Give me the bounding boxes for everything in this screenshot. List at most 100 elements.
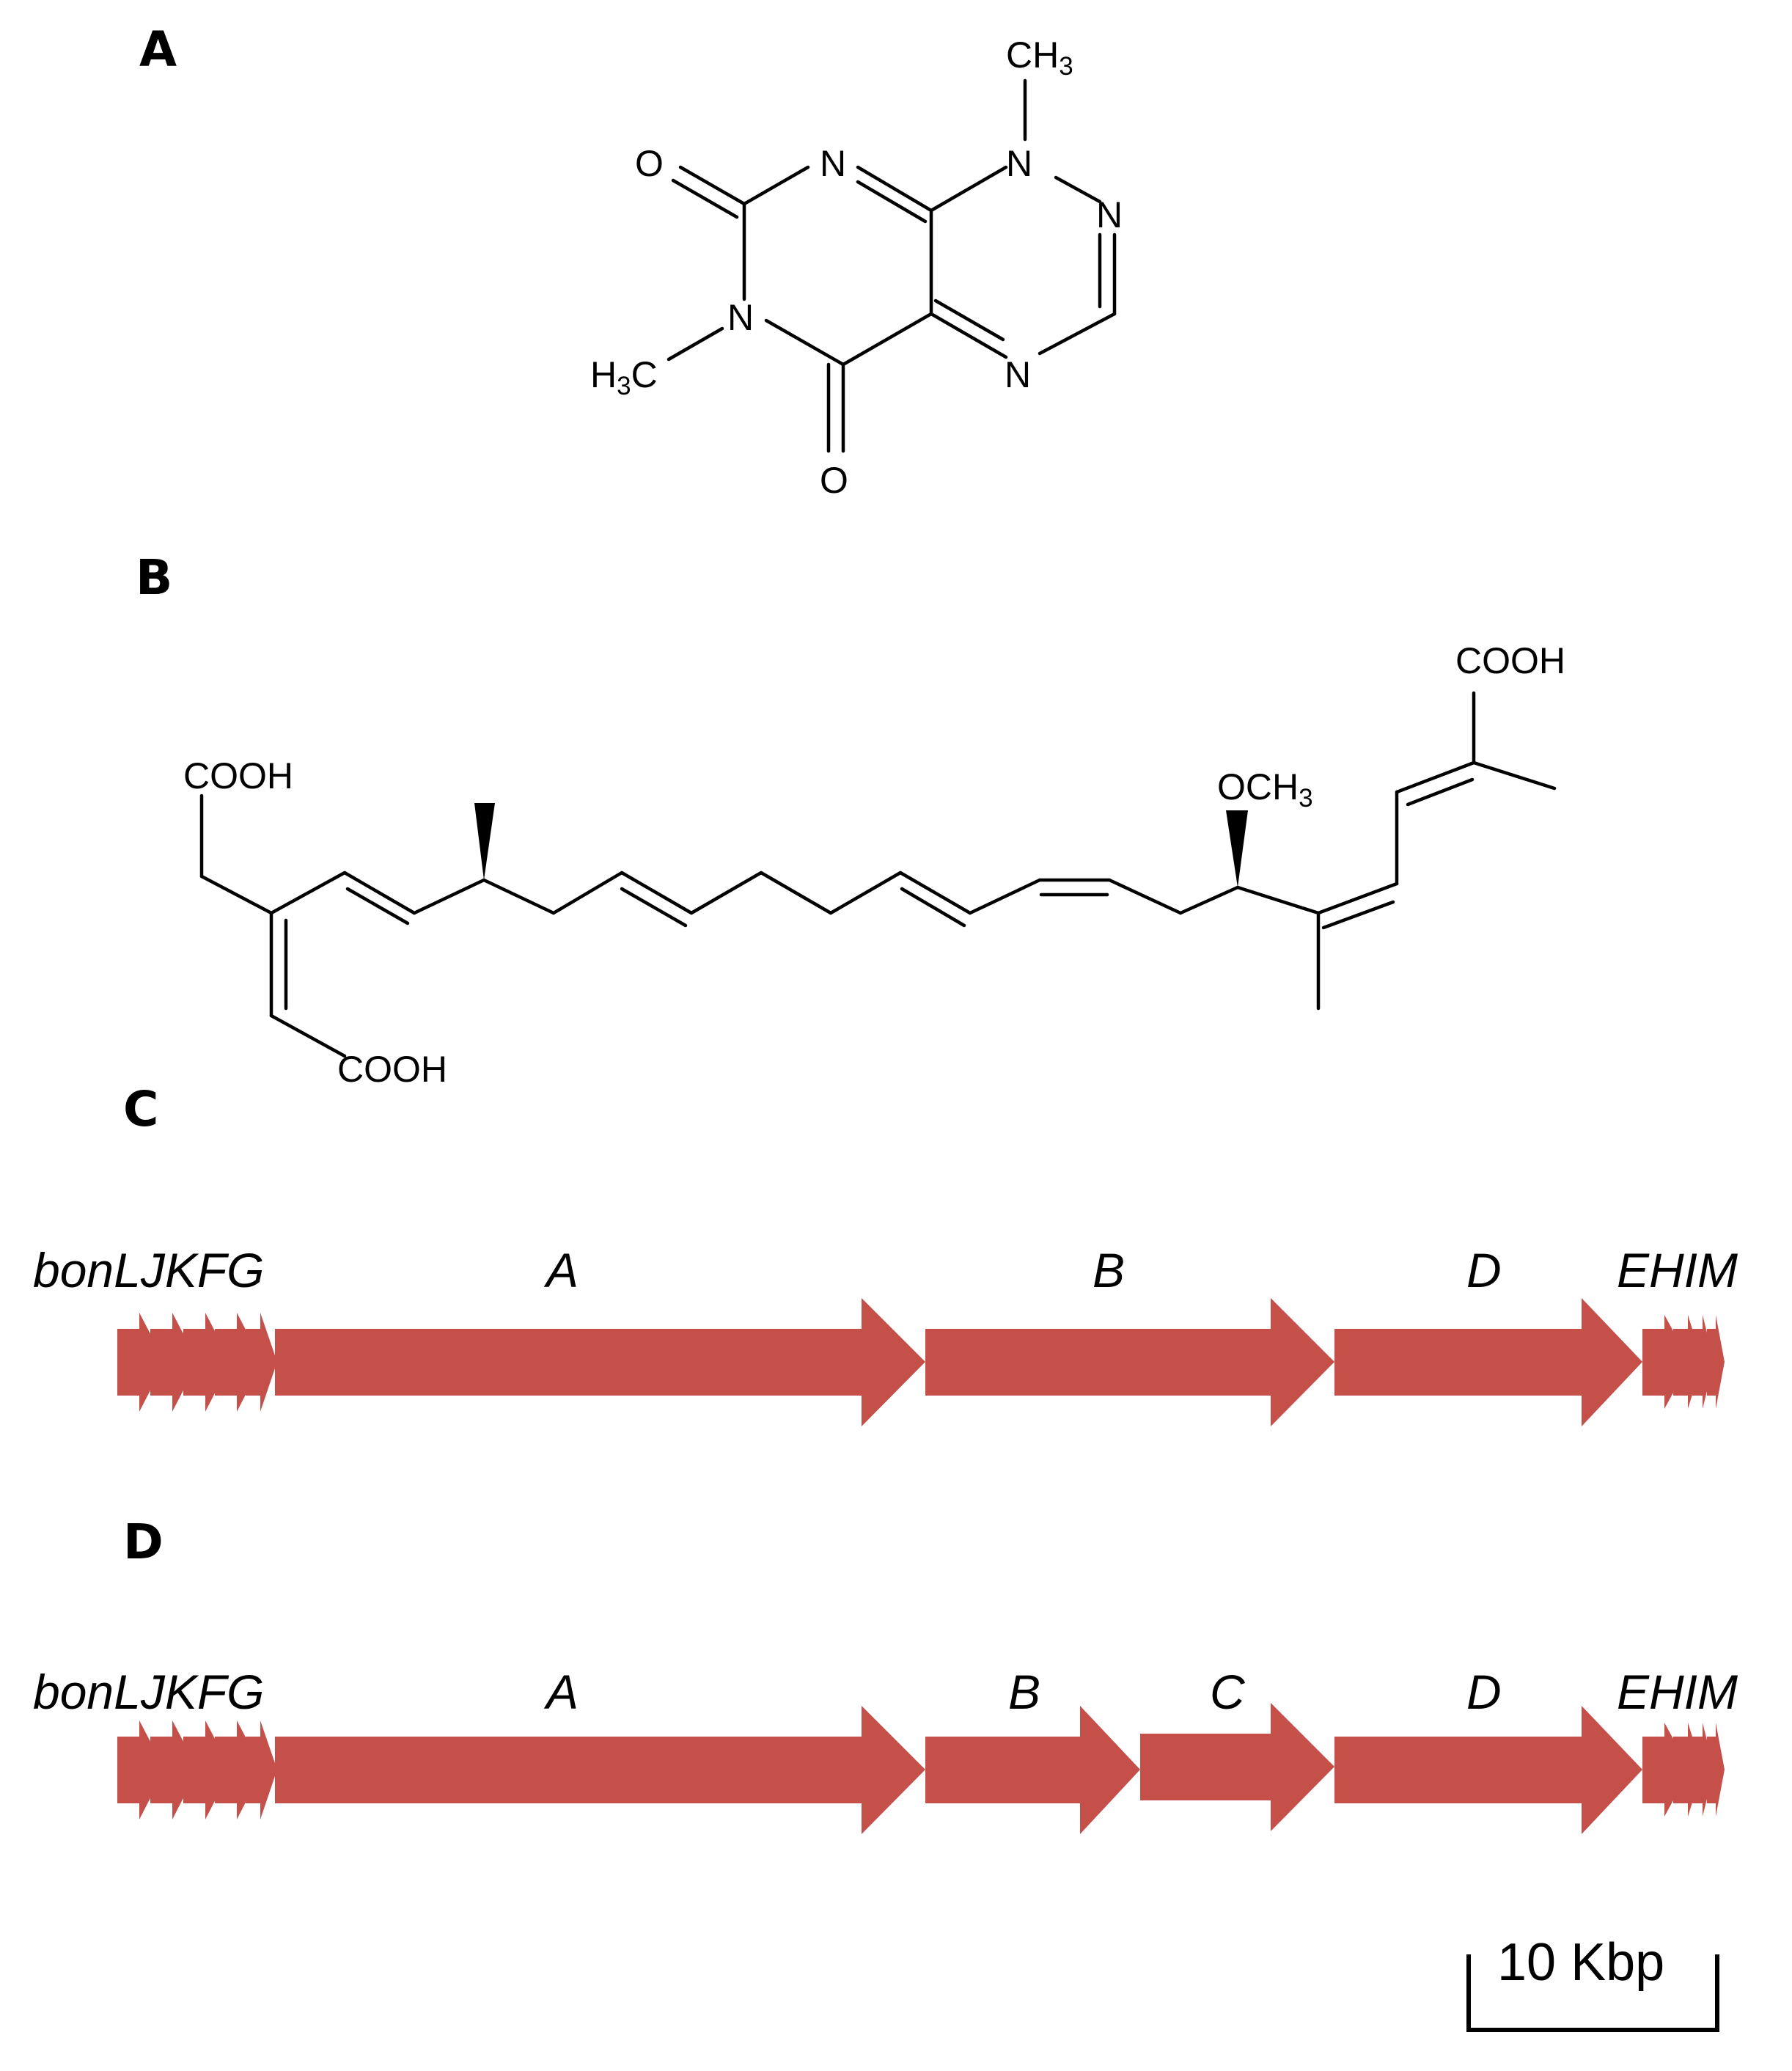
methoxy-subscript: 3 (1299, 784, 1312, 813)
gene-arrow-bonf (215, 1720, 262, 1819)
gene-arrow-bond (1334, 1706, 1642, 1834)
gene-label-ehim: EHIM (1617, 1665, 1738, 1719)
scale-bar-line (1466, 1954, 1719, 2032)
methyl-text: C (631, 354, 658, 395)
bond (929, 165, 1008, 213)
methyl-subscript: 3 (617, 372, 631, 400)
panel-label-a: A (139, 21, 177, 78)
gene-arrow-bong (246, 1720, 277, 1819)
panel-label-d: D (123, 1514, 164, 1570)
molecule-b: COOH COOH OCH3 COOH (183, 640, 1565, 1090)
bond (759, 870, 833, 915)
gene-label-a: A (543, 1665, 579, 1719)
bond (667, 326, 724, 362)
methoxy-text: OCH (1217, 766, 1299, 807)
gene-cluster-d (117, 1703, 1725, 1834)
gene-label-d: D (1466, 1665, 1502, 1719)
cooh-bottom: COOH (337, 1049, 447, 1090)
gene-arrow-bone (1642, 1723, 1690, 1817)
methoxy-group: OCH3 (1217, 766, 1313, 813)
gene-arrow-bona (275, 1706, 925, 1834)
gene-arrow-bonm (1707, 1315, 1725, 1409)
bond (269, 1013, 347, 1058)
bond (841, 312, 933, 367)
molecule-a: N N N N N O O CH3 H3C (590, 34, 1123, 501)
atom-n: N (1096, 194, 1123, 235)
gene-arrow-bonj (150, 1720, 198, 1819)
gene-arrow-bonm (1707, 1723, 1725, 1817)
methyl-top: CH3 (1006, 34, 1073, 81)
bond (1178, 885, 1240, 915)
bond (1054, 175, 1102, 204)
bond (1321, 900, 1395, 930)
bond (551, 870, 624, 915)
methyl-subscript: 3 (1059, 52, 1073, 81)
bond (968, 878, 1042, 915)
bond (764, 318, 845, 367)
bond (671, 178, 739, 219)
gene-arrow-bond (1334, 1298, 1642, 1426)
gene-arrow-bona (275, 1298, 925, 1426)
atom-n: N (820, 143, 846, 184)
atom-n: N (1005, 354, 1031, 395)
wedge-bond (474, 803, 495, 880)
gene-label-bonljkfg: bonLJKFG (33, 1665, 265, 1719)
gene-label-ehim: EHIM (1617, 1243, 1738, 1297)
gene-label-a: A (543, 1243, 579, 1297)
wedge-bond (1226, 810, 1248, 887)
bond (342, 870, 416, 915)
bond (829, 870, 903, 915)
bond (1107, 878, 1183, 915)
gene-arrow-boni (1692, 1723, 1714, 1817)
bond (856, 180, 928, 224)
gene-arrow-bonb (925, 1298, 1334, 1426)
bond (1395, 760, 1476, 794)
gene-arrow-bone (1642, 1315, 1690, 1409)
panel-label-c: C (123, 1081, 158, 1137)
gene-label-b: B (1008, 1665, 1040, 1719)
bond (678, 165, 746, 206)
bond (898, 870, 972, 915)
bond (620, 887, 688, 928)
bond (412, 878, 486, 915)
gene-arrow-bonc (1140, 1703, 1334, 1831)
bond (269, 870, 347, 915)
gene-arrow-bonl (117, 1313, 165, 1412)
bond (900, 887, 966, 928)
bond (620, 870, 694, 915)
bond (199, 874, 273, 915)
methyl-text: H (590, 354, 617, 395)
atom-n: N (727, 297, 754, 338)
bond (1038, 312, 1117, 356)
bond (742, 165, 810, 206)
bond (933, 298, 1005, 342)
gene-label-d: D (1466, 1243, 1502, 1297)
panel-label-b: B (136, 549, 172, 606)
atom-n: N (1006, 143, 1032, 184)
methyl-text: CH (1006, 34, 1059, 76)
bond (482, 878, 556, 915)
atom-o: O (635, 143, 664, 184)
bond (345, 887, 410, 925)
gene-arrow-bonf (215, 1313, 262, 1412)
gene-arrow-boni (1692, 1315, 1714, 1409)
gene-label-c: C (1210, 1665, 1246, 1719)
gene-arrow-bonk (183, 1313, 231, 1412)
bond (1406, 777, 1475, 807)
bond (1235, 885, 1321, 915)
gene-arrow-bonj (150, 1313, 198, 1412)
gene-label-bonljkfg: bonLJKFG (33, 1243, 265, 1297)
cooh-left: COOH (183, 755, 293, 796)
atom-o: O (820, 460, 848, 501)
scale-bar: 10 Kbp (1466, 1933, 1719, 2032)
gene-cluster-c (117, 1298, 1725, 1426)
bond (689, 870, 763, 915)
gene-arrow-bonb (925, 1706, 1140, 1834)
gene-arrow-bonl (117, 1720, 165, 1819)
bond (1472, 760, 1557, 791)
scale-bar-label: 10 Kbp (1497, 1933, 1664, 1992)
bond (929, 312, 1008, 359)
gene-arrow-bong (246, 1313, 277, 1412)
gene-arrow-bonk (183, 1720, 231, 1819)
